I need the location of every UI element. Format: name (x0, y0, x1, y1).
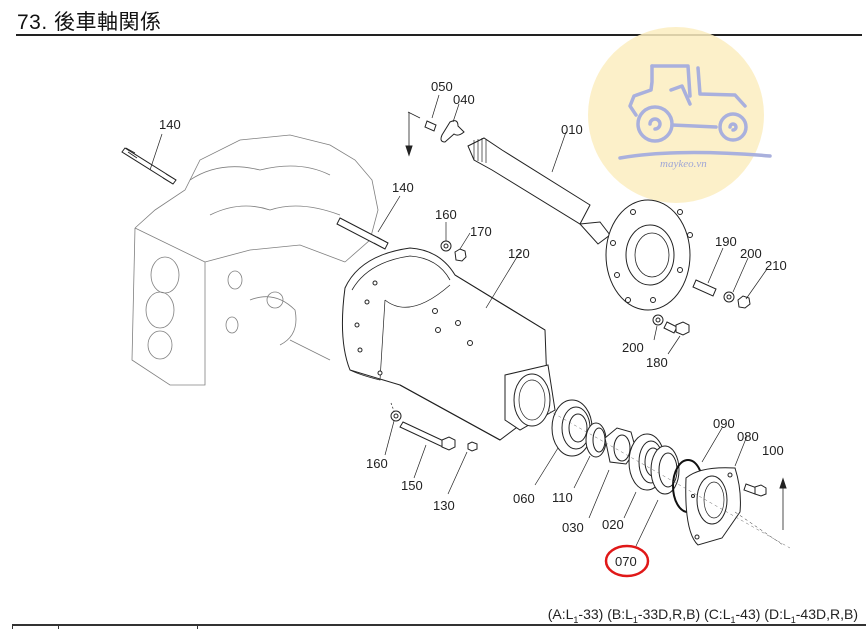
label-020: 020 (602, 517, 624, 532)
part-040-050-lock-bolt (405, 94, 465, 157)
label-100: 100 (762, 443, 784, 458)
part-200-180-bolt (652, 314, 690, 355)
model-b: (B:L1-33D,R,B) (607, 606, 701, 625)
label-140-right: 140 (392, 180, 414, 195)
part-010-axle-shaft (467, 131, 693, 311)
label-130: 130 (433, 498, 455, 513)
part-030-lock-nut (588, 427, 637, 519)
model-c: (C:L1-43) (704, 606, 761, 625)
label-160-bottom: 160 (366, 456, 388, 471)
label-210: 210 (765, 258, 787, 273)
part-140-stud-left (121, 133, 177, 185)
label-090: 090 (713, 416, 735, 431)
label-140-left: 140 (159, 117, 181, 132)
watermark-text: maykeo.vn (660, 158, 707, 170)
tractor-icon (618, 64, 772, 160)
model-applicability-note: (A:L1-33) (B:L1-33D,R,B) (C:L1-43) (D:L1… (548, 606, 858, 625)
label-190: 190 (715, 234, 737, 249)
model-d: (D:L1-43D,R,B) (764, 606, 858, 625)
label-010: 010 (561, 122, 583, 137)
center-axis-line (547, 409, 791, 549)
title-underline (16, 34, 862, 36)
label-040: 040 (453, 92, 475, 107)
label-080: 080 (737, 429, 759, 444)
part-160-170-washer-nut (440, 222, 471, 262)
model-a: (A:L1-33) (547, 606, 604, 625)
label-160-top: 160 (435, 207, 457, 222)
part-100-bolt (734, 477, 787, 546)
label-200-bottom: 200 (622, 340, 644, 355)
label-200-right: 200 (740, 246, 762, 261)
highlight-circle-070 (604, 544, 650, 578)
label-030: 030 (562, 520, 584, 535)
part-140-stud-right (336, 195, 401, 250)
part-070-oil-seal (635, 445, 680, 547)
page-title: 73. 後車軸関係 (17, 11, 162, 34)
watermark: maykeo.vn (588, 27, 772, 203)
label-120: 120 (508, 246, 530, 261)
label-150: 150 (401, 478, 423, 493)
label-170: 170 (470, 224, 492, 239)
footer-rule (12, 624, 866, 626)
footer-tick (12, 625, 13, 629)
label-110: 110 (552, 490, 573, 505)
label-050: 050 (431, 79, 453, 94)
part-160-150-130-hardware (384, 402, 478, 495)
footer-tick (197, 625, 198, 629)
transmission-case (131, 134, 379, 386)
footer-tick (58, 625, 59, 629)
label-060: 060 (513, 491, 535, 506)
part-190-200-210-hardware (692, 247, 768, 309)
part-labels: 140 140 050 040 010 160 170 120 190 200 … (159, 79, 787, 569)
label-070: 070 (615, 554, 637, 569)
part-060-bearing (534, 399, 593, 486)
label-180: 180 (646, 355, 668, 370)
part-080-retainer-plate (685, 435, 748, 546)
part-120-axle-housing (341, 247, 556, 441)
